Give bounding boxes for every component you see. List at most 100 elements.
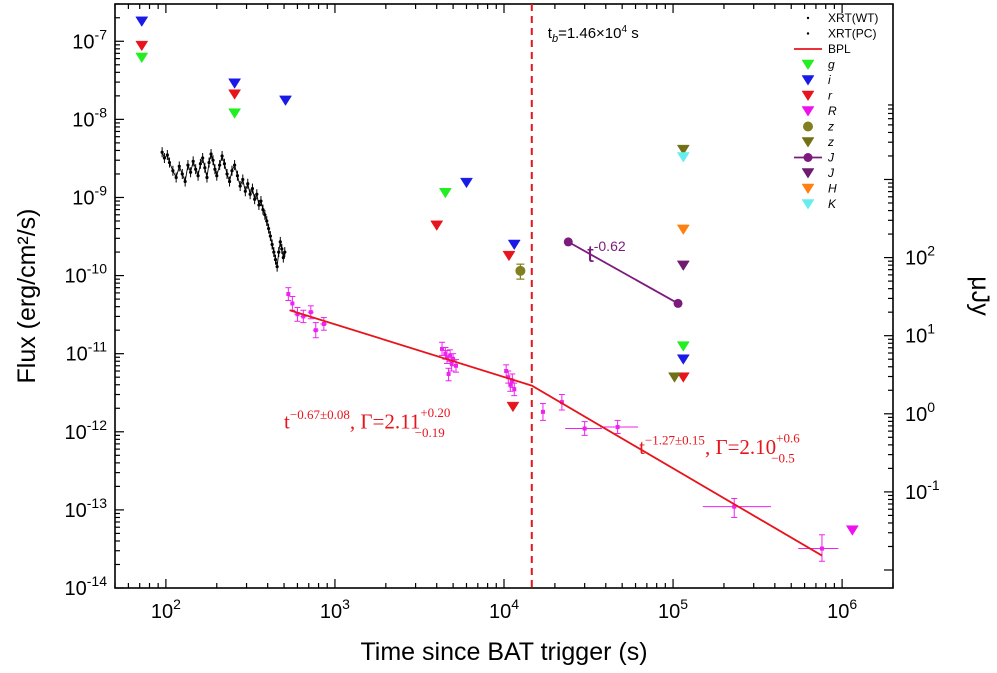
annotations: t-0.62t−0.67±0.08, Γ=2.11+0.20−0.19t−1.2… bbox=[284, 238, 800, 465]
series-z-7 bbox=[515, 263, 526, 280]
break-time-label: tb=1.46×104 s bbox=[548, 24, 639, 45]
upper-limit-marker bbox=[279, 95, 292, 106]
data-point bbox=[446, 371, 451, 376]
annotation-slope-late: t−1.27±0.15, Γ=2.10+0.6−0.5 bbox=[639, 430, 800, 465]
upper-limit-marker bbox=[676, 372, 690, 383]
legend-swatch bbox=[801, 106, 815, 117]
upper-limit-marker bbox=[502, 250, 516, 262]
data-point bbox=[295, 312, 300, 317]
upper-limit-marker bbox=[676, 341, 690, 352]
y2-tick-label: 101 bbox=[905, 321, 935, 348]
data-point bbox=[449, 361, 454, 366]
legend-label: z bbox=[827, 120, 834, 134]
data-point bbox=[313, 328, 318, 333]
x-axis-title: Time since BAT trigger (s) bbox=[360, 638, 647, 666]
data-point bbox=[563, 237, 573, 247]
data-point bbox=[510, 378, 515, 383]
legend-swatch bbox=[801, 90, 815, 102]
legend-item: H bbox=[801, 182, 837, 196]
x-tick-label: 104 bbox=[489, 596, 519, 623]
annotation-slope-early: t−0.67±0.08, Γ=2.11+0.20−0.19 bbox=[284, 405, 450, 440]
upper-limit-marker bbox=[135, 40, 149, 52]
series-XRT(PC)-1 bbox=[285, 287, 839, 562]
legend-item: J bbox=[801, 166, 835, 180]
y2-tick-label: 102 bbox=[905, 243, 935, 270]
legend-swatch bbox=[801, 59, 815, 71]
data-point bbox=[515, 265, 526, 276]
data-point bbox=[286, 292, 291, 297]
legend-item: r bbox=[801, 89, 833, 103]
legend-item: i bbox=[801, 73, 831, 87]
series-H-11 bbox=[676, 224, 690, 235]
series-BPL-2 bbox=[289, 309, 823, 557]
upper-limit-marker bbox=[135, 52, 149, 64]
legend-label: BPL bbox=[828, 42, 851, 56]
upper-limit-marker bbox=[676, 354, 690, 365]
legend-item: K bbox=[801, 197, 837, 211]
legend-item: z bbox=[801, 135, 834, 149]
data-point bbox=[160, 150, 164, 154]
legend-swatch bbox=[806, 32, 810, 35]
y-tick-label: 10-11 bbox=[66, 339, 108, 366]
series-XRT(WT)-0 bbox=[160, 147, 287, 272]
legend-item: R bbox=[801, 104, 837, 118]
data-point bbox=[308, 310, 313, 315]
legend-label: R bbox=[828, 104, 837, 118]
legend-label: XRT(WT) bbox=[828, 11, 878, 25]
upper-limit-marker bbox=[438, 187, 452, 199]
upper-limit-marker bbox=[228, 89, 242, 100]
legend-label: K bbox=[828, 197, 837, 211]
upper-limit-marker bbox=[676, 224, 690, 235]
legend-item: g bbox=[801, 58, 835, 72]
upper-limit-marker bbox=[135, 16, 149, 27]
legend-swatch bbox=[801, 183, 815, 195]
legend-swatch bbox=[806, 16, 810, 20]
y-tick-label: 10-7 bbox=[72, 26, 107, 53]
upper-limit-marker bbox=[228, 78, 242, 89]
legend-label: XRT(PC) bbox=[828, 27, 876, 41]
upper-limit-marker bbox=[460, 177, 473, 189]
upper-limit-marker bbox=[507, 239, 521, 251]
y-tick-label: 10-10 bbox=[65, 261, 108, 288]
legend-label: r bbox=[828, 89, 833, 103]
legend-swatch bbox=[803, 153, 813, 162]
legend-swatch bbox=[801, 75, 815, 86]
legend-label: J bbox=[827, 166, 835, 180]
y2-tick-label: 100 bbox=[905, 399, 935, 426]
x-tick-label: 102 bbox=[151, 596, 181, 623]
upper-limit-marker bbox=[228, 108, 242, 119]
series-R-6 bbox=[845, 525, 859, 536]
data-point bbox=[283, 250, 287, 254]
data-point bbox=[732, 504, 737, 509]
data-point bbox=[290, 301, 295, 306]
y-axis-title: Flux (erg/cm²/s) bbox=[13, 209, 41, 384]
data-point bbox=[301, 314, 306, 319]
legend-label: i bbox=[828, 73, 831, 87]
upper-limit-marker bbox=[676, 260, 690, 271]
series-K-12 bbox=[676, 152, 690, 163]
data-point bbox=[819, 546, 824, 551]
upper-limit-marker bbox=[845, 525, 859, 536]
data-point bbox=[673, 298, 683, 308]
data-point bbox=[453, 363, 458, 368]
y-tick-label: 10-9 bbox=[72, 182, 107, 209]
series-r-5 bbox=[135, 40, 690, 413]
legend-swatch bbox=[801, 168, 815, 179]
legend-item: J bbox=[794, 151, 835, 165]
series-J-9 bbox=[563, 237, 683, 308]
y2-axis-title: μJy bbox=[966, 276, 994, 316]
y-tick-label: 10-14 bbox=[65, 573, 108, 600]
data-point bbox=[582, 426, 587, 431]
legend-label: H bbox=[828, 182, 837, 196]
legend-swatch bbox=[801, 137, 815, 148]
upper-limit-marker bbox=[676, 152, 690, 163]
y2-tick-label: 10-1 bbox=[905, 477, 940, 504]
data-point bbox=[440, 346, 445, 351]
powerlaw-line bbox=[567, 241, 679, 305]
series-i-4 bbox=[135, 16, 690, 365]
x-tick-label: 103 bbox=[320, 596, 350, 623]
series-z-8 bbox=[668, 144, 690, 383]
plot-marks: tb=1.46×104 s bbox=[135, 4, 859, 588]
